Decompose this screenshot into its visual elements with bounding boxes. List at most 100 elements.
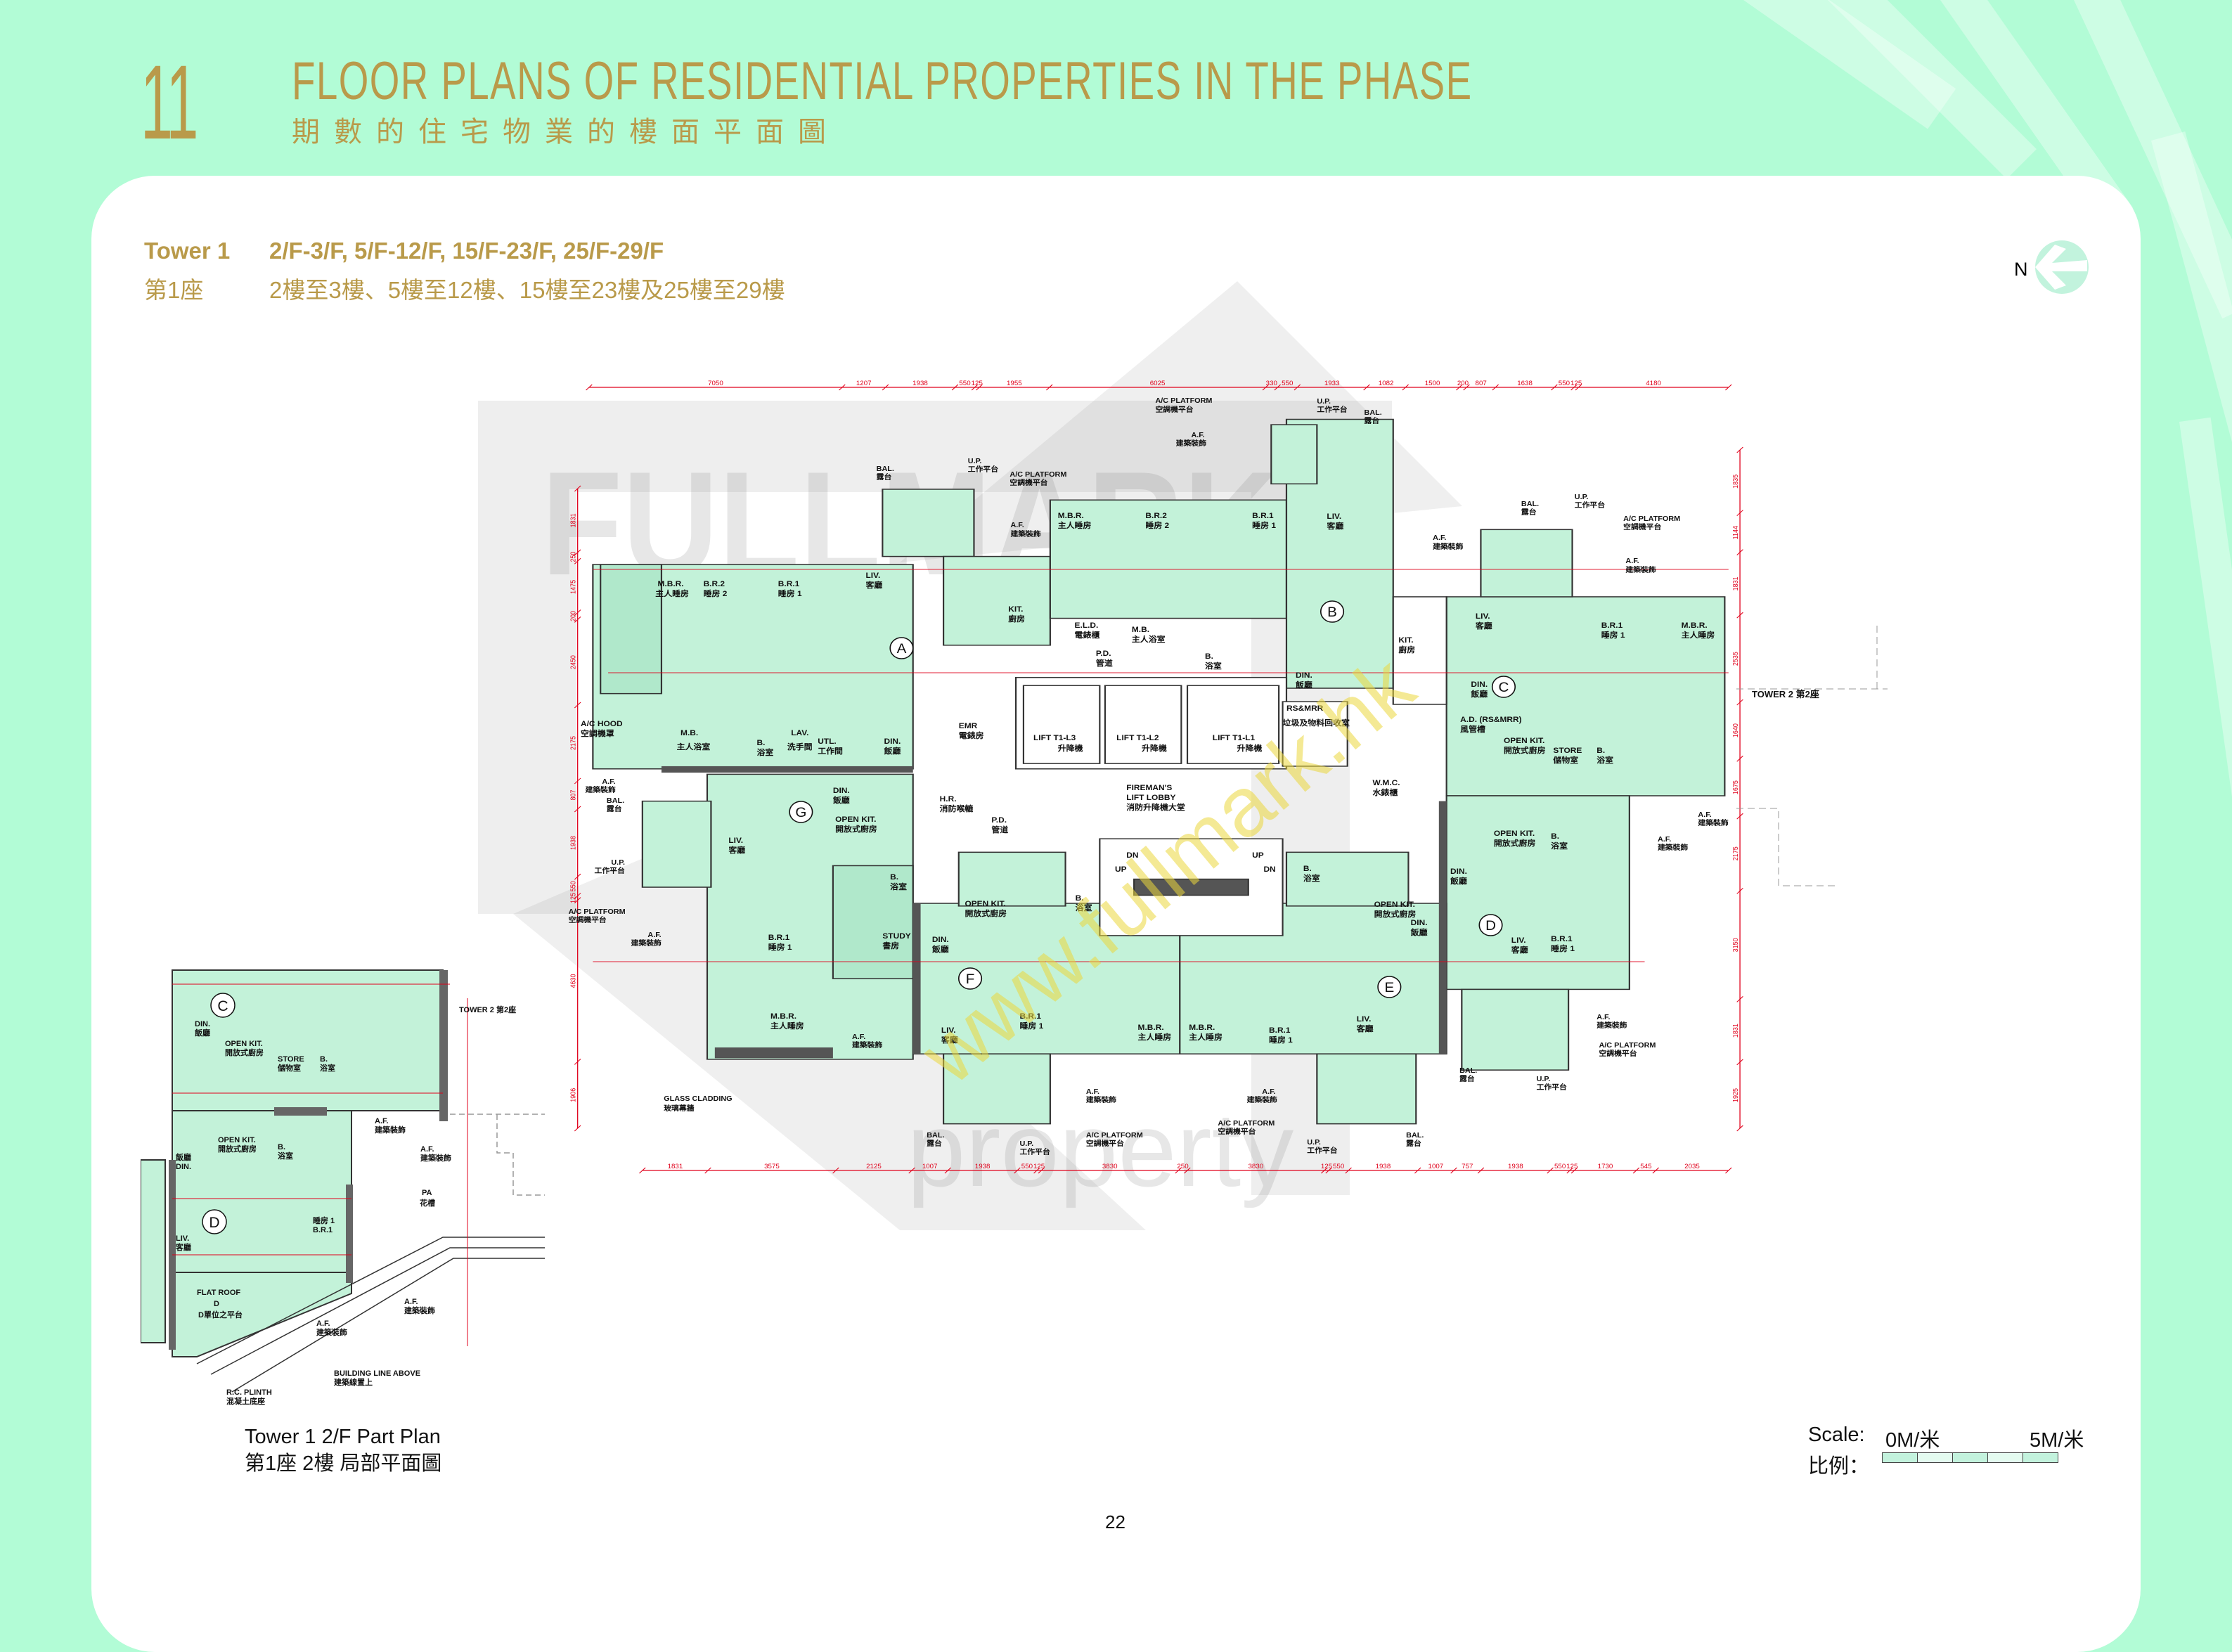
room-label: 睡房 1 (1601, 630, 1625, 639)
dimension-tick (1736, 813, 1743, 820)
annotation-label: A.F. (1698, 811, 1711, 819)
room-label: 睡房 2 (1145, 520, 1169, 529)
room-label: STUDY (882, 932, 911, 941)
room-label: 開放式廚房 (965, 908, 1007, 917)
room-label: 主人睡房 (655, 588, 689, 598)
room-label: 主人睡房 (1058, 520, 1092, 529)
dimension-label: 550 (959, 380, 970, 387)
dimension-tick (1736, 1059, 1743, 1066)
annotation-label: 工作平台 (1575, 501, 1605, 509)
dimension-label: 3150 (1731, 938, 1738, 952)
room-label: RS&MRR (1286, 704, 1324, 713)
dimension-label: 550 (1559, 380, 1570, 387)
annotation-label: GLASS CLADDING (664, 1095, 732, 1103)
dimension-label: 1144 (1731, 526, 1738, 539)
dimension-label: 1925 (1731, 1088, 1738, 1102)
annotation-label: 空調機平台 (1599, 1049, 1637, 1057)
unit-marker-f: F (957, 967, 983, 990)
room-label: B.R.1 (1601, 621, 1623, 630)
room-label: 主人浴室 (1132, 634, 1166, 643)
stair-core (1099, 838, 1284, 936)
dimension-label: 200 (569, 611, 576, 621)
room-label: 儲物室 (277, 1063, 301, 1073)
annotation-label: 建築裝飾 (404, 1305, 435, 1315)
room-label: 垃圾及物料回收室 (1283, 718, 1350, 727)
dimension-tick (574, 485, 581, 492)
room-label: LIV. (866, 572, 881, 580)
tower-name-zh: 第1座 (144, 277, 204, 303)
dimension-label: 2175 (1731, 846, 1738, 860)
dimension-tick (1575, 384, 1582, 391)
room-label: B. (1205, 652, 1213, 661)
annotation-label: 建築裝飾 (1596, 1021, 1627, 1029)
dimension-label: 2535 (1731, 652, 1738, 666)
stair-label: UP (1252, 851, 1264, 860)
dimension-tick (1402, 384, 1409, 391)
room-label: 浴室 (1551, 841, 1568, 850)
room-label: B. (320, 1055, 328, 1064)
lobby-label: FIREMAN'S (1126, 784, 1172, 792)
room-label: LIV. (1511, 936, 1526, 945)
annotation-label: 露台 (1365, 416, 1380, 425)
room-label: M.B.R. (1682, 621, 1708, 630)
room-label: B. (1551, 832, 1559, 841)
room-label: 客廳 (1475, 621, 1492, 630)
annotation-label: BAL. (1365, 409, 1382, 417)
plinth-label: R.C. PLINTH (226, 1388, 272, 1397)
scale-start: 0M/米 (1885, 1429, 1940, 1452)
annotation-label: A/C PLATFORM (569, 908, 626, 916)
annotation-label: 玻璃幕牆 (664, 1104, 695, 1112)
annotation-label: 工作平台 (595, 866, 625, 875)
dimension-tick (1566, 1167, 1573, 1174)
dimension-tick (1736, 755, 1743, 762)
dimension-tick (1477, 1167, 1485, 1174)
svg-text:C: C (1499, 680, 1509, 695)
room-label: 廚房 (1398, 645, 1415, 654)
dimension-label: 3575 (764, 1163, 780, 1170)
dimension-label: 807 (569, 789, 576, 800)
annotation-label: 建築裝飾 (420, 1153, 451, 1163)
dimension-tick (1321, 1167, 1328, 1174)
dimension-label: 4180 (1646, 380, 1661, 387)
dimension-tick (574, 549, 581, 556)
room-label: LIV. (1476, 612, 1490, 621)
room-label: 洗手間 (787, 742, 813, 751)
svg-text:F: F (966, 972, 975, 987)
dimension-tick (1046, 384, 1053, 391)
dimension-label: 807 (1476, 380, 1487, 387)
dimension-tick (1014, 1167, 1021, 1174)
room-label: 飯廳 (1470, 689, 1488, 698)
dimension-label: 2450 (569, 655, 576, 669)
room-label: 睡房 1 (778, 588, 802, 598)
annotation-label: 建築裝飾 (1697, 818, 1729, 827)
room-label: 電錶房 (959, 730, 984, 740)
dimension-label: 1938 (1508, 1163, 1523, 1170)
cladding (661, 766, 1447, 1059)
lift-label: 升降機 (1237, 743, 1263, 752)
pa-label-zh: 花槽 (420, 1198, 435, 1208)
dimension-tick (1345, 1167, 1352, 1174)
dimension-tick (639, 1167, 646, 1174)
room-label: KIT. (1008, 605, 1023, 614)
room-label: DIN. (176, 1163, 191, 1171)
dimension-tick (1184, 1167, 1191, 1174)
dimension-label: 1640 (1731, 723, 1738, 737)
dimension-lines (577, 387, 1741, 1171)
dimension-label: 200 (1457, 380, 1469, 387)
lobby-label: LIFT LOBBY (1126, 794, 1176, 802)
dimension-label: 1831 (668, 1163, 683, 1170)
room-label: B.R.1 (1252, 512, 1274, 520)
svg-text:D: D (209, 1215, 219, 1231)
scale-label: Scale: (1808, 1424, 1865, 1446)
annotation-label: 建築裝飾 (1246, 1095, 1278, 1104)
dimension-label: 6025 (1150, 380, 1166, 387)
annotation-label: 露台 (1406, 1139, 1421, 1147)
room-label: 睡房 1 (1020, 1021, 1044, 1030)
lift-label: 升降機 (1142, 743, 1167, 752)
dimension-tick (1294, 384, 1301, 391)
dimension-tick (1463, 384, 1470, 391)
room-label: DIN. (1296, 671, 1312, 680)
